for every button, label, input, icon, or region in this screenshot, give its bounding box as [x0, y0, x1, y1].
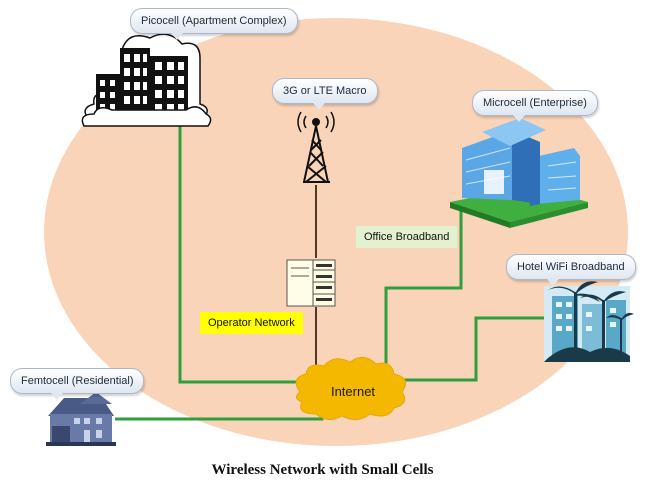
cell-tower-icon [297, 111, 335, 183]
office-building-icon [450, 118, 588, 228]
server-rack-icon [286, 259, 336, 307]
diagram-caption: Wireless Network with Small Cells [211, 462, 434, 478]
macro-label: 3G or LTE Macro [272, 78, 378, 110]
hotel-palm-trees-icon [544, 281, 634, 362]
hotel-label: Hotel WiFi Broadband [506, 254, 636, 286]
picocell-link [178, 125, 318, 384]
hotel-link [402, 316, 548, 382]
operator-network-label: Operator Network [200, 312, 303, 334]
femtocell-label: Femtocell (Residential) [10, 368, 145, 400]
house-icon [46, 392, 116, 446]
connection-lines [115, 125, 548, 421]
picocell-label: Picocell (Apartment Complex) [130, 8, 298, 40]
internet-label: Internet [330, 384, 376, 399]
office-broadband-link [384, 210, 463, 372]
office-broadband-label: Office Broadband [356, 226, 458, 248]
microcell-label: Microcell (Enterprise) [472, 90, 598, 122]
cloud-icon [295, 357, 407, 420]
apartment-building-icon [81, 33, 212, 127]
